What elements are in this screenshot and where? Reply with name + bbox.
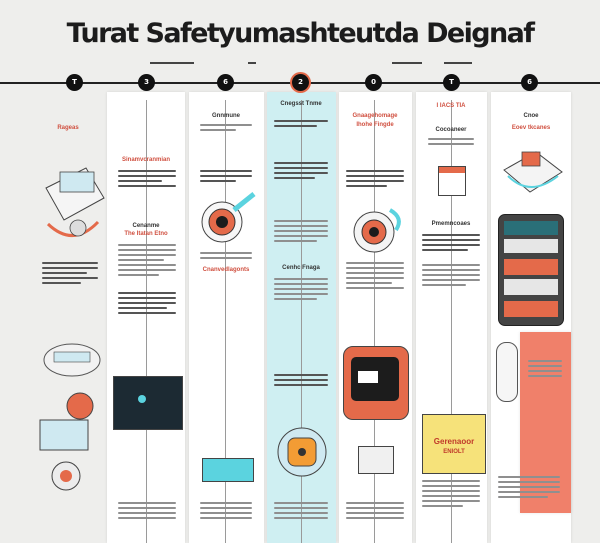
text-block (200, 124, 252, 134)
text-block (274, 220, 328, 245)
column-stem (225, 100, 226, 543)
text-block (422, 264, 480, 289)
column-heading: Gnaagehomage (352, 113, 398, 119)
column-heading: Rageas (57, 125, 79, 131)
text-block (528, 360, 562, 380)
text-block (346, 170, 404, 190)
screen-dot-icon (138, 395, 146, 403)
text-block (200, 252, 252, 262)
timeline-node[interactable]: 3 (138, 74, 155, 91)
panel-row (504, 239, 558, 253)
title-underline (150, 62, 194, 64)
building-roof (439, 167, 465, 173)
text-block (200, 502, 252, 522)
tools-illustration (39, 392, 94, 491)
column-subheading: Cenanme (132, 223, 160, 229)
panel-row (504, 301, 558, 317)
text-block (118, 244, 176, 279)
timeline-node[interactable]: T (66, 74, 83, 91)
text-block (428, 138, 474, 148)
text-block (346, 262, 404, 292)
text-block (274, 502, 328, 522)
column-subheading: Eoev tkcanes (511, 125, 551, 131)
title-underline (392, 62, 422, 64)
sensor-illustration (353, 208, 401, 253)
panel-row (504, 259, 558, 275)
panel-row (504, 221, 558, 235)
column-subheading: Cnanvedlagonts (202, 267, 250, 273)
column-stem (301, 100, 302, 543)
ticket-title: Gerenaoor (433, 437, 475, 446)
text-block (118, 292, 176, 317)
text-block (274, 162, 328, 182)
column-subheading: Cenhc Fnaga (282, 265, 320, 271)
timeline-node[interactable]: 2 (292, 74, 309, 91)
monitor-screen-card (113, 376, 183, 430)
column-heading: Cnegsst Tnme (280, 101, 322, 107)
text-block (274, 278, 328, 303)
text-block (422, 480, 480, 510)
column-subheading: Cocoaneer (435, 127, 467, 133)
title-underline (444, 62, 472, 64)
column-stem (451, 100, 452, 543)
panel-row (504, 279, 558, 295)
text-block (42, 262, 98, 287)
ticket-subtitle: ENIOLT (443, 449, 465, 455)
helmet-illustration (503, 151, 563, 193)
column-subheading: Pmemncoaes (431, 221, 471, 227)
column-heading: Cnoe (523, 113, 539, 119)
column-subheading: Ihohe Fingde (356, 122, 394, 128)
page-title: Turat Safetyumashteutda Deignaf (66, 18, 535, 49)
timeline-node[interactable]: T (443, 74, 460, 91)
info-card (202, 458, 254, 482)
camera-lens-illustration (201, 192, 256, 243)
text-block (422, 234, 480, 254)
column-stem (146, 100, 147, 543)
monitor-panel (498, 214, 564, 326)
device-card (358, 446, 394, 474)
control-panel-card (343, 346, 409, 420)
alarm-device-illustration (277, 427, 327, 477)
text-block (274, 374, 328, 389)
warning-ticket-card: Gerenaoor ENIOLT (422, 414, 486, 474)
timeline-node[interactable]: 6 (521, 74, 538, 91)
column-subheading: The Itatan Etno (124, 231, 168, 237)
text-block (274, 120, 328, 130)
title-underline (248, 62, 256, 64)
text-block (118, 502, 176, 522)
column-stem (374, 100, 375, 543)
column-heading: I IACS TIA (436, 103, 466, 109)
text-block (118, 170, 176, 190)
first-aid-kit-illustration (45, 167, 105, 237)
panel-display (358, 371, 378, 383)
building-icon (438, 166, 466, 196)
timeline-node[interactable]: 6 (217, 74, 234, 91)
column-heading: Gnnmune (212, 113, 240, 119)
text-block (200, 170, 252, 185)
canister-illustration (496, 342, 518, 402)
text-block (498, 476, 560, 501)
text-block (346, 502, 404, 522)
device-illustration (43, 343, 101, 377)
column-heading: Sinamvcranmian (121, 157, 171, 163)
column-panel (339, 92, 412, 543)
timeline-node[interactable]: 0 (365, 74, 382, 91)
